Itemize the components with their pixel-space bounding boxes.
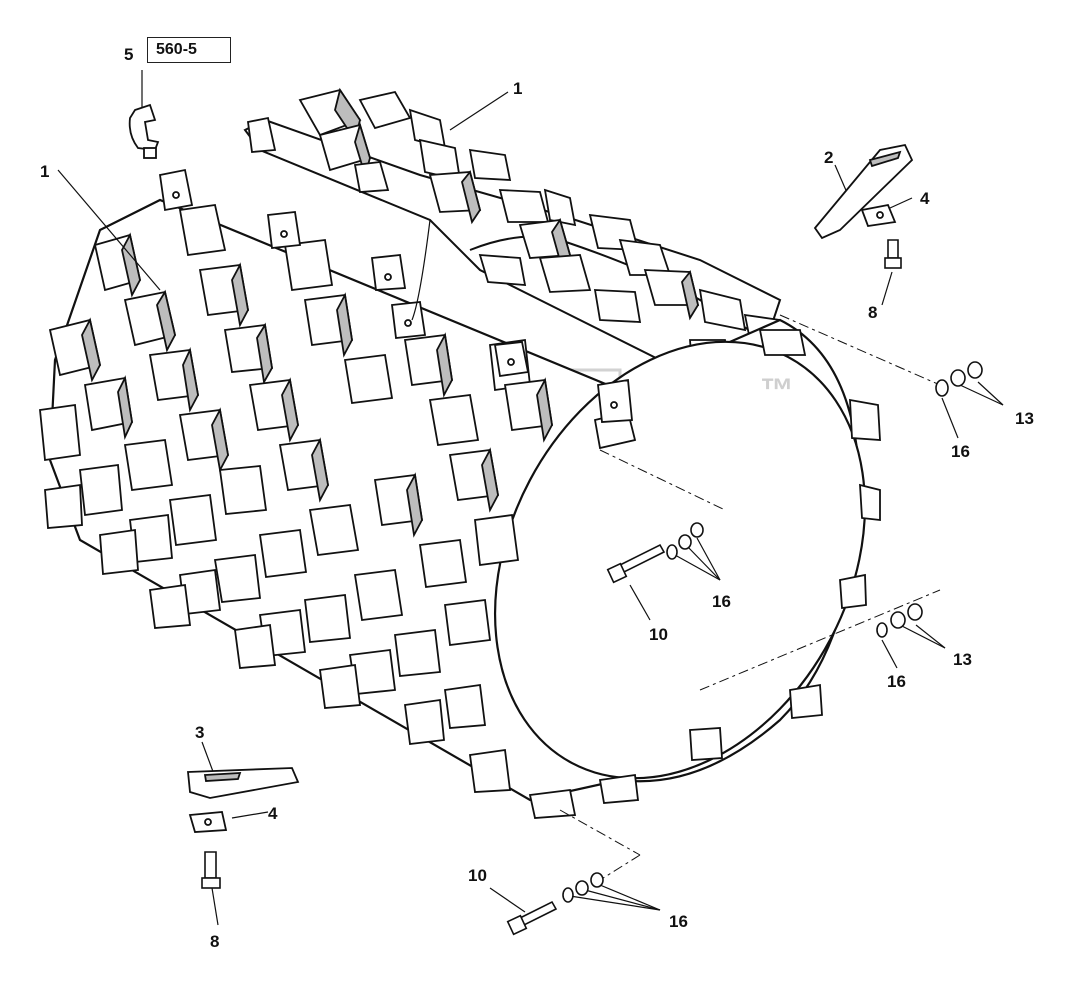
callout-16-upper: 16 bbox=[951, 442, 970, 461]
callout-10-lower: 10 bbox=[468, 866, 487, 885]
reference-box[interactable]: 560-5 bbox=[147, 37, 231, 63]
trademark-symbol: ™ bbox=[760, 372, 795, 410]
callout-8-lower: 8 bbox=[210, 932, 220, 951]
scraper-blade-upper bbox=[813, 143, 914, 240]
callout-3: 3 bbox=[195, 723, 205, 742]
callout-16-lower: 16 bbox=[669, 912, 688, 931]
scraper-brackets bbox=[158, 168, 633, 423]
callout-4-lower: 4 bbox=[268, 804, 278, 823]
callout-5: 5 bbox=[124, 45, 134, 64]
leader-lines bbox=[57, 70, 1004, 926]
callout-4-upper: 4 bbox=[920, 189, 930, 208]
callout-16-middle: 16 bbox=[712, 592, 731, 611]
bolts bbox=[201, 239, 902, 936]
callout-8-upper: 8 bbox=[868, 303, 878, 322]
clamp-part bbox=[128, 103, 160, 159]
callout-16-right: 16 bbox=[887, 672, 906, 691]
drum-lugs bbox=[39, 203, 881, 819]
callout-1-upper: 1 bbox=[513, 79, 523, 98]
scraper-blade-lower bbox=[187, 767, 300, 833]
callout-1-left: 1 bbox=[40, 162, 50, 181]
callout-13-lower: 13 bbox=[953, 650, 972, 669]
washers-and-nuts bbox=[562, 361, 983, 903]
callout-10-middle: 10 bbox=[649, 625, 668, 644]
callout-2: 2 bbox=[824, 148, 834, 167]
callout-13-upper: 13 bbox=[1015, 409, 1034, 428]
drum-end-face bbox=[493, 340, 867, 780]
dashed-axis-lines bbox=[559, 314, 941, 881]
